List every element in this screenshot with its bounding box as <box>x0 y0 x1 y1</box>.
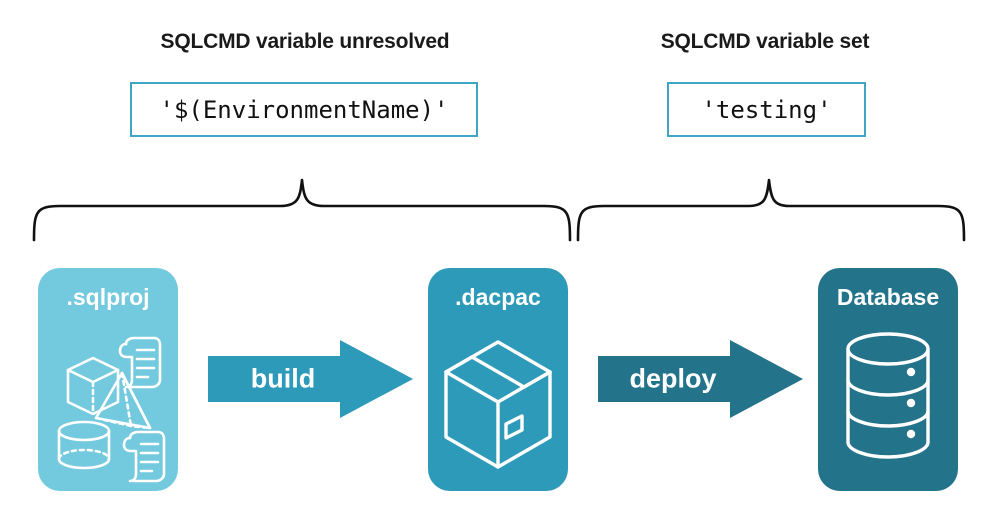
left-brace-icon <box>32 178 572 242</box>
annotation-heading-right: SQLCMD variable set <box>660 30 870 53</box>
sqlcmd-variable-set-value-box: 'testing' <box>667 82 866 137</box>
annotation-heading-left: SQLCMD variable unresolved <box>160 30 450 53</box>
stage-box-sqlproj: .sqlproj <box>38 268 178 491</box>
sqlcmd-variable-unresolved-value-box: '$(EnvironmentName)' <box>130 82 478 137</box>
stage-label-database: Database <box>836 284 940 310</box>
right-brace-icon <box>576 178 966 242</box>
stage-label-sqlproj: .sqlproj <box>66 284 150 310</box>
arrow-deploy: deploy <box>598 340 803 418</box>
stage-label-dacpac: .dacpac <box>455 284 541 310</box>
database-cylinder-icon <box>846 332 930 459</box>
project-shapes-and-scripts-icon <box>57 336 166 483</box>
arrow-right-icon <box>598 340 803 418</box>
stage-box-dacpac: .dacpac <box>428 268 568 491</box>
arrow-build: build <box>208 340 413 418</box>
stage-box-database: Database <box>818 268 958 491</box>
arrow-right-icon <box>208 340 413 418</box>
package-box-icon <box>444 340 552 469</box>
